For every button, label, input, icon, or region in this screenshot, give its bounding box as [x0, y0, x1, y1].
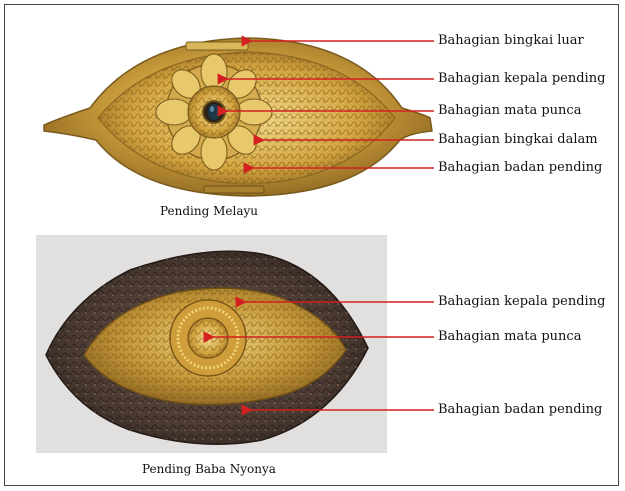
- label-bingkai-luar: Bahagian bingkai luar: [438, 34, 584, 48]
- label-mata-punca-2: Bahagian mata punca: [438, 330, 581, 344]
- label-badan-pending: Bahagian badan pending: [438, 161, 602, 175]
- label-mata-punca: Bahagian mata punca: [438, 104, 581, 118]
- label-kepala-pending: Bahagian kepala pending: [438, 72, 605, 86]
- caption-pending-melayu: Pending Melayu: [160, 204, 258, 218]
- pending-melayu-image: [44, 38, 432, 196]
- label-badan-pending-2: Bahagian badan pending: [438, 403, 602, 417]
- label-bingkai-dalam: Bahagian bingkai dalam: [438, 133, 598, 147]
- caption-pending-baba-nyonya: Pending Baba Nyonya: [142, 462, 276, 476]
- center-stone: [203, 101, 225, 123]
- label-kepala-pending-2: Bahagian kepala pending: [438, 295, 605, 309]
